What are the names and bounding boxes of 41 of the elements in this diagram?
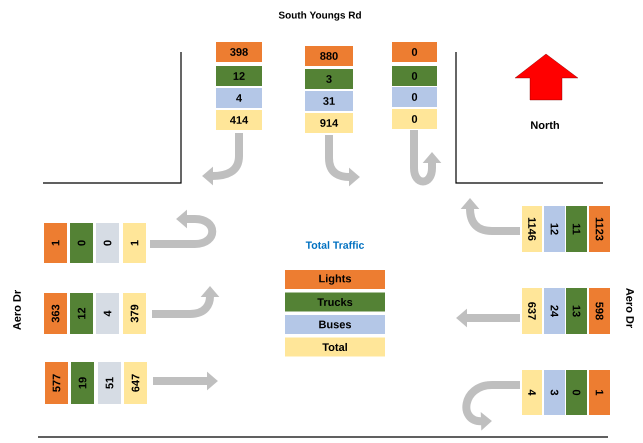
count-cell: 637 (522, 288, 542, 334)
count-cell: 4 (216, 88, 262, 108)
count-cell: 24 (544, 288, 565, 334)
count-cell: 0 (70, 223, 93, 263)
count-cell: 1 (123, 223, 146, 263)
count-cell: 13 (566, 288, 587, 334)
count-cell: 414 (216, 110, 262, 130)
road-name: Aero Dr (13, 290, 21, 330)
count-cell: 363 (44, 293, 67, 334)
count-cell: 4 (522, 370, 542, 415)
count-cell: 0 (392, 42, 437, 62)
compass-label: North (531, 120, 559, 130)
count-cell: 0 (96, 223, 119, 263)
count-cell: 19 (71, 362, 94, 404)
count-cell: 12 (70, 293, 93, 334)
count-cell: 11 (566, 206, 587, 252)
count-cell: 0 (566, 370, 587, 415)
count-cell: 577 (45, 362, 68, 404)
count-cell: 647 (124, 362, 147, 404)
count-cell: 3 (544, 370, 565, 415)
count-cell: 598 (589, 288, 610, 334)
count-cell: 4 (96, 293, 119, 334)
count-cell: 914 (305, 113, 353, 133)
count-cell: 12 (544, 206, 565, 252)
count-cell: 398 (216, 42, 262, 62)
count-cell: 379 (123, 293, 146, 334)
count-cell: 0 (392, 87, 437, 107)
count-cell: 880 (305, 46, 353, 66)
count-cell: 31 (305, 91, 353, 111)
road-name: South Youngs Rd (278, 11, 361, 21)
count-cell: 0 (392, 66, 437, 86)
legend-title: Total Traffic (306, 241, 364, 249)
count-cell: 51 (98, 362, 121, 404)
count-cell: 3 (305, 69, 353, 89)
count-cell: 1 (589, 370, 610, 415)
count-cell: 1146 (522, 206, 542, 252)
count-cell: 12 (216, 66, 262, 86)
road-name: Aero Dr (626, 288, 634, 328)
count-cell: 0 (392, 109, 437, 129)
count-cell: 1 (44, 223, 67, 263)
count-cell: 1123 (589, 206, 610, 252)
